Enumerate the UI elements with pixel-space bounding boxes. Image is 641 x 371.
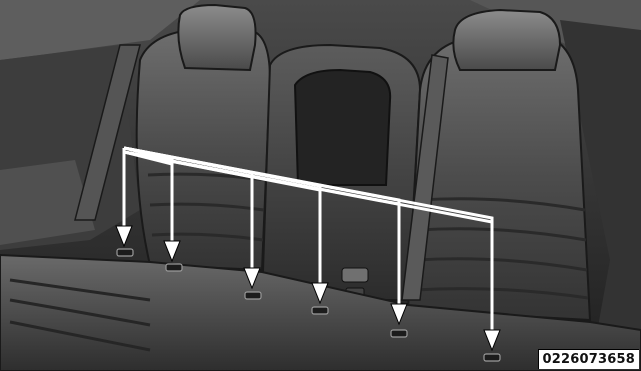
anchor-slot: [166, 264, 182, 271]
belt-buckle: [342, 268, 368, 282]
figure-reference-code: 0226073658: [538, 349, 639, 369]
right-headrest: [453, 10, 560, 70]
anchor-slot: [117, 249, 133, 256]
anchor-slot: [391, 330, 407, 337]
anchor-slot: [484, 354, 500, 361]
left-headrest: [178, 5, 255, 70]
center-armrest-recess: [295, 70, 390, 185]
anchor-slot: [312, 307, 328, 314]
anchor-slot: [245, 292, 261, 299]
